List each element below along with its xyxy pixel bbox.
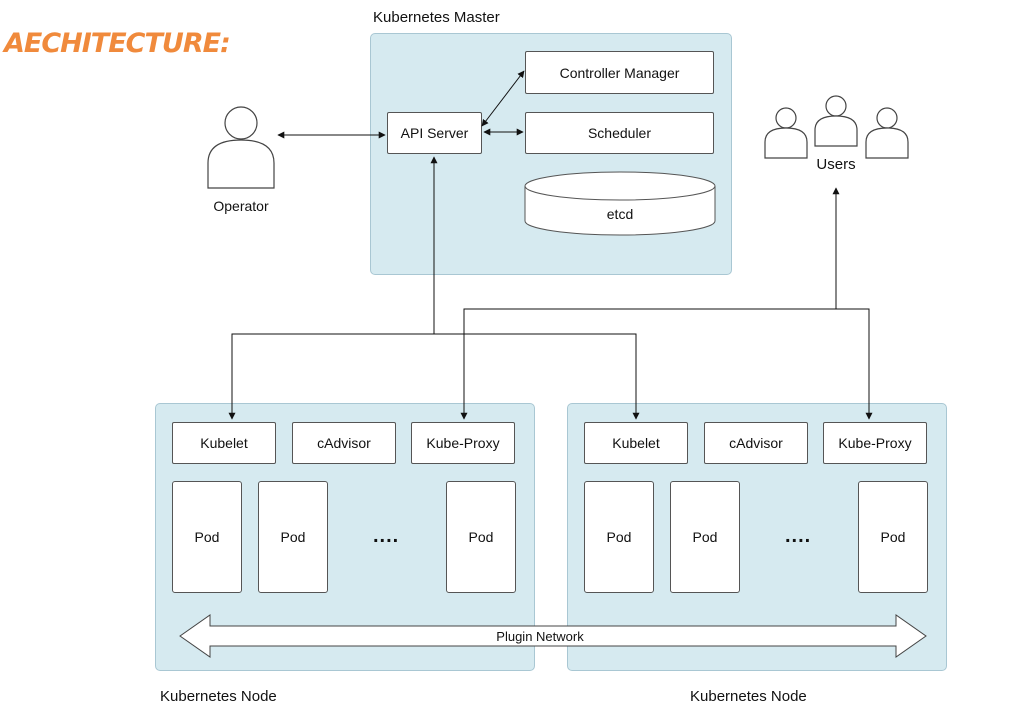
pod-box: Pod xyxy=(670,481,740,593)
cadvisor-box: cAdvisor xyxy=(292,422,396,464)
etcd-cylinder: etcd xyxy=(524,171,716,236)
kubelet-box: Kubelet xyxy=(172,422,276,464)
pod-box: Pod xyxy=(446,481,516,593)
kube-proxy-box: Kube-Proxy xyxy=(823,422,927,464)
connectors xyxy=(228,70,873,420)
etcd-label: etcd xyxy=(607,206,633,222)
pod-box: Pod xyxy=(172,481,242,593)
api-controller-arrow xyxy=(481,70,525,127)
kube-proxy-box: Kube-Proxy xyxy=(411,422,515,464)
kubelet-box: Kubelet xyxy=(584,422,688,464)
operator-label: Operator xyxy=(213,198,269,214)
more-pods-ellipsis: .... xyxy=(373,525,400,547)
master-title: Kubernetes Master xyxy=(373,9,500,26)
node-title: Kubernetes Node xyxy=(690,688,807,705)
more-pods-ellipsis: .... xyxy=(785,525,812,547)
proxy-bus-line xyxy=(463,308,870,419)
pod-box: Pod xyxy=(584,481,654,593)
cadvisor-box: cAdvisor xyxy=(704,422,808,464)
controller-manager-box: Controller Manager xyxy=(525,51,714,94)
kubelet-bus-line xyxy=(231,333,637,419)
pod-box: Pod xyxy=(258,481,328,593)
users-icon xyxy=(764,95,909,159)
operator-icon xyxy=(207,106,275,189)
api-server-box: API Server xyxy=(387,112,482,154)
users-label: Users xyxy=(816,156,855,173)
pod-box: Pod xyxy=(858,481,928,593)
node-title: Kubernetes Node xyxy=(160,688,277,705)
scheduler-box: Scheduler xyxy=(525,112,714,154)
page-heading: AECHITECTURE: xyxy=(4,28,231,59)
plugin-network-arrow: Plugin Network xyxy=(179,614,927,658)
plugin-network-label: Plugin Network xyxy=(496,629,584,644)
